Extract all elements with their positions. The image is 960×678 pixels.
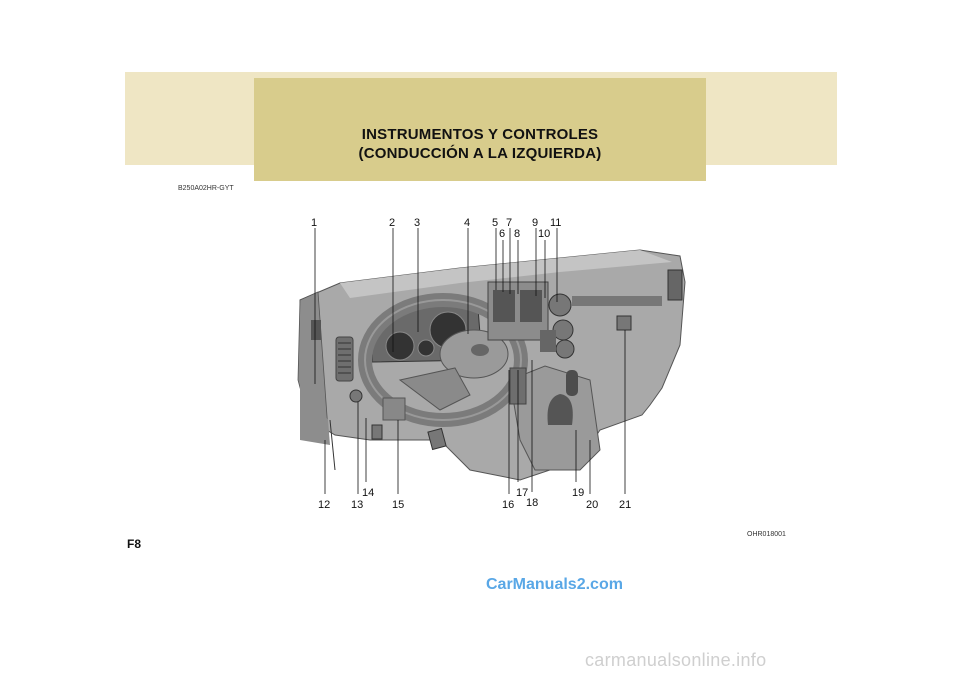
callout-18: 18 — [526, 497, 538, 509]
callout-3: 3 — [414, 217, 420, 229]
callout-9: 9 — [532, 217, 538, 229]
callout-11: 11 — [550, 217, 561, 229]
callout-17: 17 — [516, 487, 528, 499]
callout-5: 5 — [492, 217, 498, 229]
callout-13: 13 — [351, 499, 363, 511]
figure-code: OHR018001 — [747, 531, 786, 538]
callout-10: 10 — [538, 228, 550, 240]
callout-19: 19 — [572, 487, 584, 499]
watermark-carmanualsonline: carmanualsonline.info — [585, 650, 767, 670]
callout-20: 20 — [586, 499, 598, 511]
callout-21: 21 — [619, 499, 631, 511]
page-title: INSTRUMENTOS Y CONTROLES (CONDUCCIÓN A L… — [254, 78, 706, 181]
callout-14: 14 — [362, 487, 374, 499]
callout-7: 7 — [506, 217, 512, 229]
callout-6: 6 — [499, 228, 505, 240]
title-line-1: INSTRUMENTOS Y CONTROLES — [361, 125, 599, 143]
section-code: B250A02HR-GYT — [178, 185, 234, 192]
callout-12: 12 — [318, 499, 330, 511]
callout-15: 15 — [392, 499, 404, 511]
callout-2: 2 — [389, 217, 395, 229]
callout-8: 8 — [514, 228, 520, 240]
callout-1: 1 — [311, 217, 317, 229]
callout-4: 4 — [464, 217, 470, 229]
title-line-2: (CONDUCCIÓN A LA IZQUIERDA) — [358, 144, 602, 162]
page-number: F8 — [127, 537, 142, 551]
watermark-carmanuals2[interactable]: CarManuals2.com — [486, 576, 623, 593]
callout-16: 16 — [502, 499, 514, 511]
